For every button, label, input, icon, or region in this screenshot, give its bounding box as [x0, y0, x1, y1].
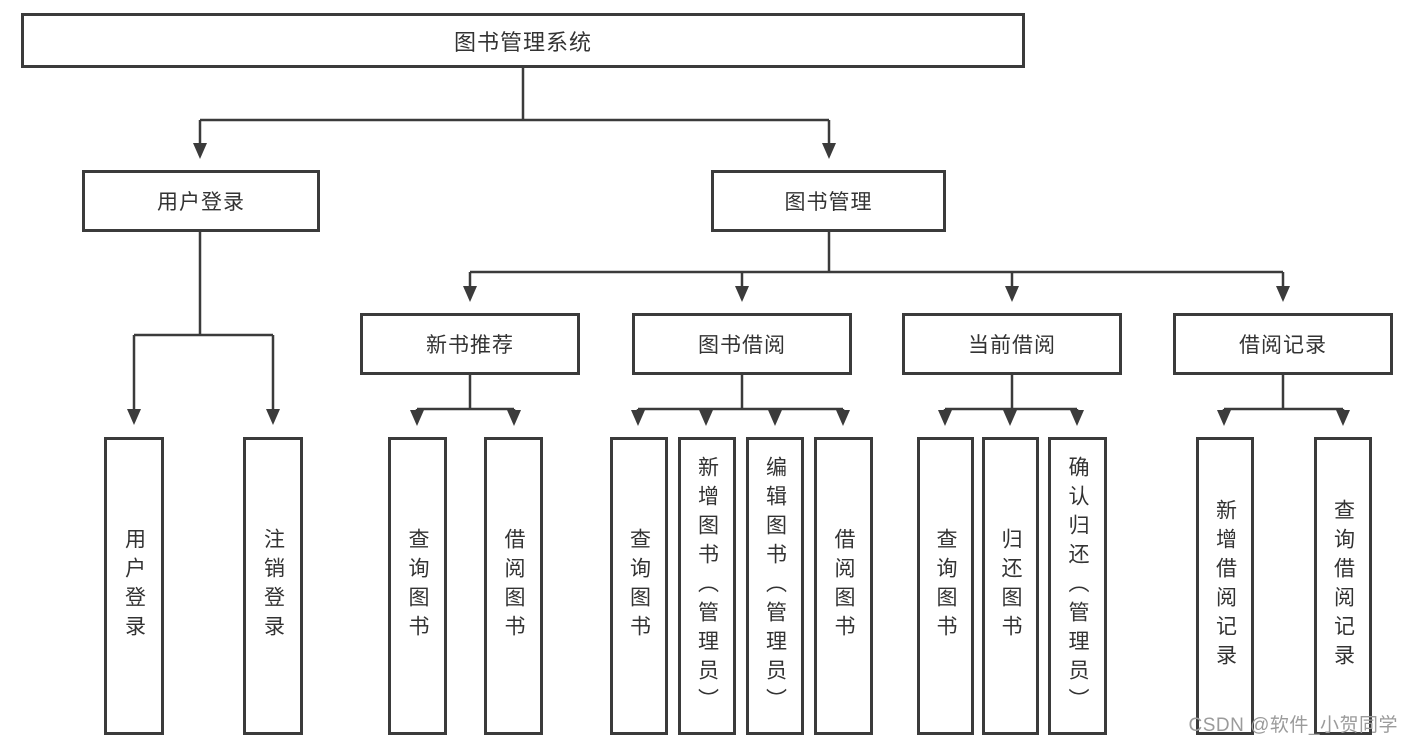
node-borrow-record: 借阅记录	[1173, 313, 1393, 375]
leaf-add-borrow-record: 新增借阅记录	[1196, 437, 1254, 735]
node-current-borrow: 当前借阅	[902, 313, 1122, 375]
leaf-edit-books-admin: 编辑图书（管理员）	[746, 437, 804, 735]
csdn-watermark: CSDN @软件_小贺同学	[1188, 715, 1398, 736]
node-library-management-system: 图书管理系统	[21, 13, 1025, 68]
leaf-add-books-admin: 新增图书（管理员）	[678, 437, 736, 735]
leaf-return-books: 归还图书	[982, 437, 1039, 735]
leaf-confirm-return-admin: 确认归还（管理员）	[1048, 437, 1107, 735]
leaf-user-login: 用户登录	[104, 437, 164, 735]
leaf-logout: 注销登录	[243, 437, 303, 735]
node-user-login: 用户登录	[82, 170, 320, 232]
leaf-query-borrow-record: 查询借阅记录	[1314, 437, 1372, 735]
leaf-borrow-books-2: 借阅图书	[814, 437, 873, 735]
leaf-borrow-books-1: 借阅图书	[484, 437, 543, 735]
node-book-management: 图书管理	[711, 170, 946, 232]
leaf-query-books-1: 查询图书	[388, 437, 447, 735]
leaf-query-books-2: 查询图书	[610, 437, 668, 735]
node-new-book-recommend: 新书推荐	[360, 313, 580, 375]
leaf-query-books-3: 查询图书	[917, 437, 974, 735]
node-book-borrow: 图书借阅	[632, 313, 852, 375]
